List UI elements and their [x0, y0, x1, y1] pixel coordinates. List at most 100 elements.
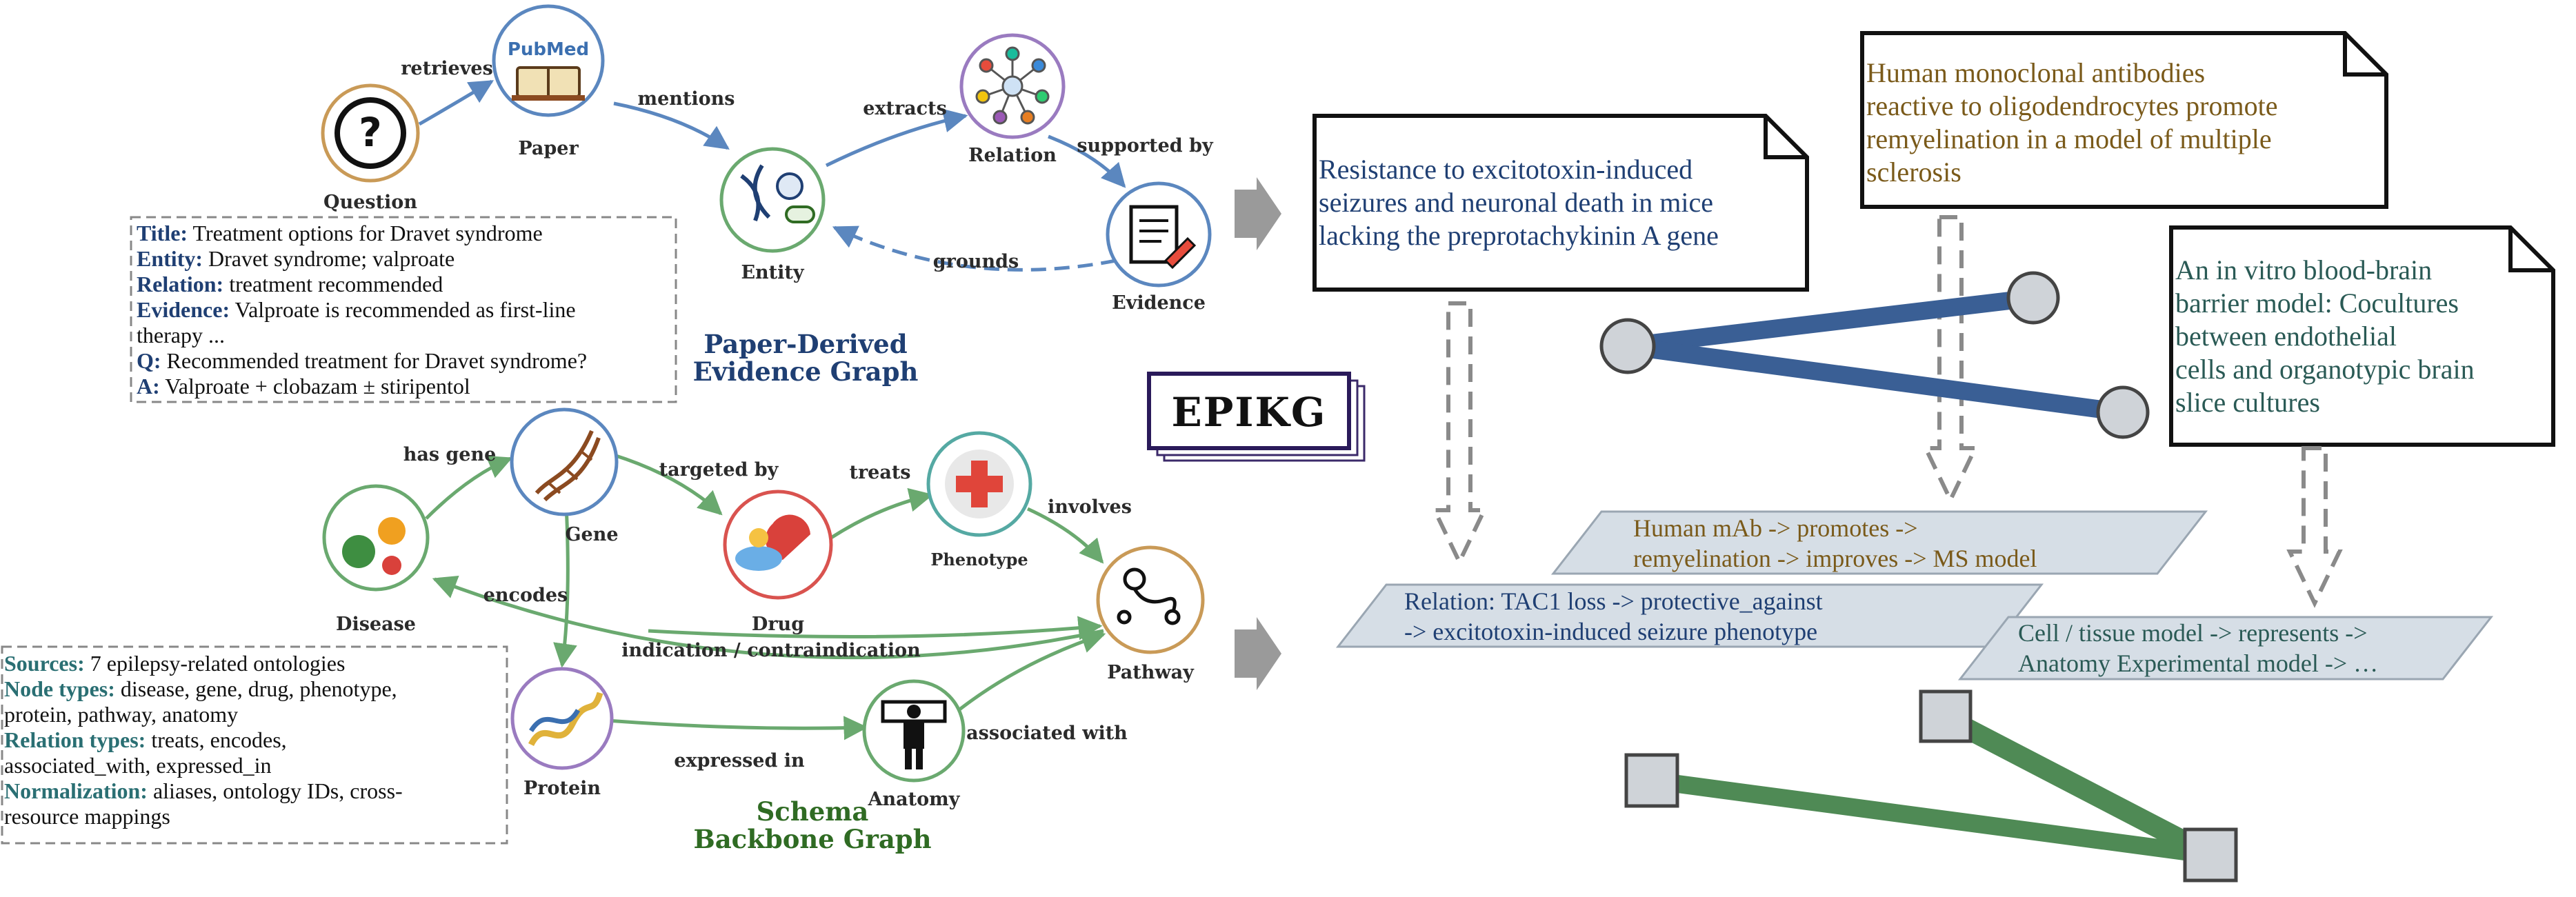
edge-label-expressed-in: expressed in — [674, 750, 805, 772]
bottom-graph-nodes — [322, 407, 1205, 783]
top-graph-edges — [418, 79, 1126, 272]
epikg-label: EPIKG — [1171, 389, 1327, 436]
anatomy-node — [862, 679, 966, 783]
edge-label-extracts: extracts — [863, 98, 947, 119]
edge-supported-by — [1048, 134, 1126, 188]
edge-label-supported-by: supported by — [1077, 135, 1214, 157]
relation-node — [959, 33, 1066, 139]
schema-row: resource mappings — [4, 804, 170, 829]
network-icon — [975, 46, 1050, 125]
phenotype-node — [926, 431, 1032, 537]
blue-subgraph — [1599, 271, 2150, 439]
dashed-arrow-1 — [1431, 301, 1488, 567]
relation-text-3: Cell / tissue model -> represents ->Anat… — [2018, 619, 2379, 677]
node-label-drug: Drug — [752, 614, 804, 635]
blue-node-b — [2006, 271, 2060, 325]
relation-text-1: Relation: TAC1 loss -> protective_agains… — [1404, 587, 1823, 645]
node-label-protein: Protein — [523, 778, 601, 799]
top-graph-title-2: Evidence Graph — [693, 356, 919, 387]
bottom-graph-labels: Disease Gene Drug Phenotype Pathway Prot… — [336, 444, 1195, 854]
svg-text:?: ? — [359, 109, 382, 156]
schema-row: Sources: 7 epilepsy-related ontologies — [4, 651, 346, 676]
pathway-node — [1096, 545, 1205, 654]
gene-node — [510, 407, 619, 516]
paper-card-2 — [1860, 31, 2388, 209]
schema-row: Node types: disease, gene, drug, phenoty… — [4, 676, 397, 701]
edge-involves — [1026, 507, 1104, 564]
dna-icon — [535, 430, 601, 502]
top-graph-labels: Question Paper Entity Relation Evidence … — [323, 58, 1214, 387]
schema-row: Normalization: aliases, ontology IDs, cr… — [4, 778, 403, 803]
edge-pathway-to-disease — [648, 616, 1103, 641]
edge-treats — [830, 487, 934, 540]
dashed-arrow-2 — [1922, 215, 1979, 505]
disease-node — [322, 484, 430, 592]
paper-card-1 — [1312, 114, 1809, 292]
paper-card-3 — [2169, 225, 2555, 447]
example-box-border — [130, 216, 677, 403]
example-row: Q: Recommended treatment for Dravet synd… — [137, 348, 588, 373]
node-label-evidence: Evidence — [1112, 292, 1206, 314]
dashed-arrow-3 — [2286, 446, 2343, 608]
edge-label-involves: involves — [1048, 496, 1132, 518]
edge-label-has-gene: has gene — [403, 444, 497, 465]
node-label-relation: Relation — [968, 145, 1057, 166]
question-node: ? — [321, 83, 420, 183]
example-row: A: Valproate + clobazam ± stiripentol — [137, 374, 470, 399]
example-row: Entity: Dravet syndrome; valproate — [137, 246, 455, 271]
edge-label-retrieves: retrieves — [401, 58, 493, 79]
bottom-graph-title-2: Backbone Graph — [693, 824, 931, 854]
relation-text-2: Human mAb -> promotes ->remyelination ->… — [1633, 514, 2037, 572]
node-label-anatomy: Anatomy — [868, 789, 961, 810]
relation-para-3 — [1957, 616, 2494, 681]
example-row: Evidence: Valproate is recommended as fi… — [137, 297, 576, 322]
route-icon — [1117, 567, 1181, 625]
evidence-node — [1106, 181, 1212, 288]
example-box: Title: Treatment options for Dravet synd… — [137, 221, 675, 399]
green-node-b — [1624, 753, 1679, 808]
green-node-c — [2183, 827, 2238, 883]
arrow-bottom — [1235, 617, 1281, 690]
protein-node — [510, 667, 614, 770]
blue-node-c — [2096, 385, 2150, 439]
paper-cards — [1312, 31, 2555, 447]
node-label-phenotype: Phenotype — [930, 550, 1028, 570]
schema-box: Sources: 7 epilepsy-related ontologies N… — [4, 651, 504, 829]
document-icon — [1129, 205, 1197, 270]
body-icon — [881, 700, 947, 769]
book-icon — [512, 66, 585, 101]
edge-extracts — [825, 108, 968, 168]
green-node-a — [1919, 689, 1973, 743]
dna-pill-icon — [740, 164, 815, 223]
schema-row: protein, pathway, anatomy — [4, 702, 239, 727]
edge-targeted-by — [613, 453, 723, 516]
paper-node: PubMed — [492, 4, 605, 117]
relation-parallelograms — [1335, 510, 2494, 681]
node-label-disease: Disease — [336, 614, 416, 635]
pills-icon — [735, 514, 810, 571]
node-label-pathway: Pathway — [1107, 662, 1195, 683]
edge-grounds — [832, 225, 1117, 272]
example-row: therapy ... — [137, 323, 225, 347]
question-icon — [335, 97, 406, 169]
epikg-block — [1147, 372, 1366, 462]
node-label-paper: Paper — [518, 138, 579, 159]
transition-arrows — [1235, 177, 1281, 690]
medical-cross-icon — [945, 450, 1014, 518]
edge-label-associated-with: associated with — [966, 723, 1128, 744]
edge-has-gene — [425, 455, 513, 520]
virus-icon — [342, 517, 406, 575]
arrow-top — [1235, 177, 1281, 250]
dashed-down-arrows — [1431, 215, 2343, 608]
example-row: Relation: treatment recommended — [137, 272, 443, 296]
node-label-entity: Entity — [741, 262, 804, 283]
node-label-question: Question — [323, 192, 417, 213]
pubmed-logo: PubMed — [508, 39, 589, 60]
edge-retrieves — [418, 79, 494, 126]
schema-row: associated_with, expressed_in — [4, 753, 272, 778]
schema-row: Relation types: treats, encodes, — [4, 727, 287, 752]
edge-label-targeted-by: targeted by — [659, 459, 779, 481]
